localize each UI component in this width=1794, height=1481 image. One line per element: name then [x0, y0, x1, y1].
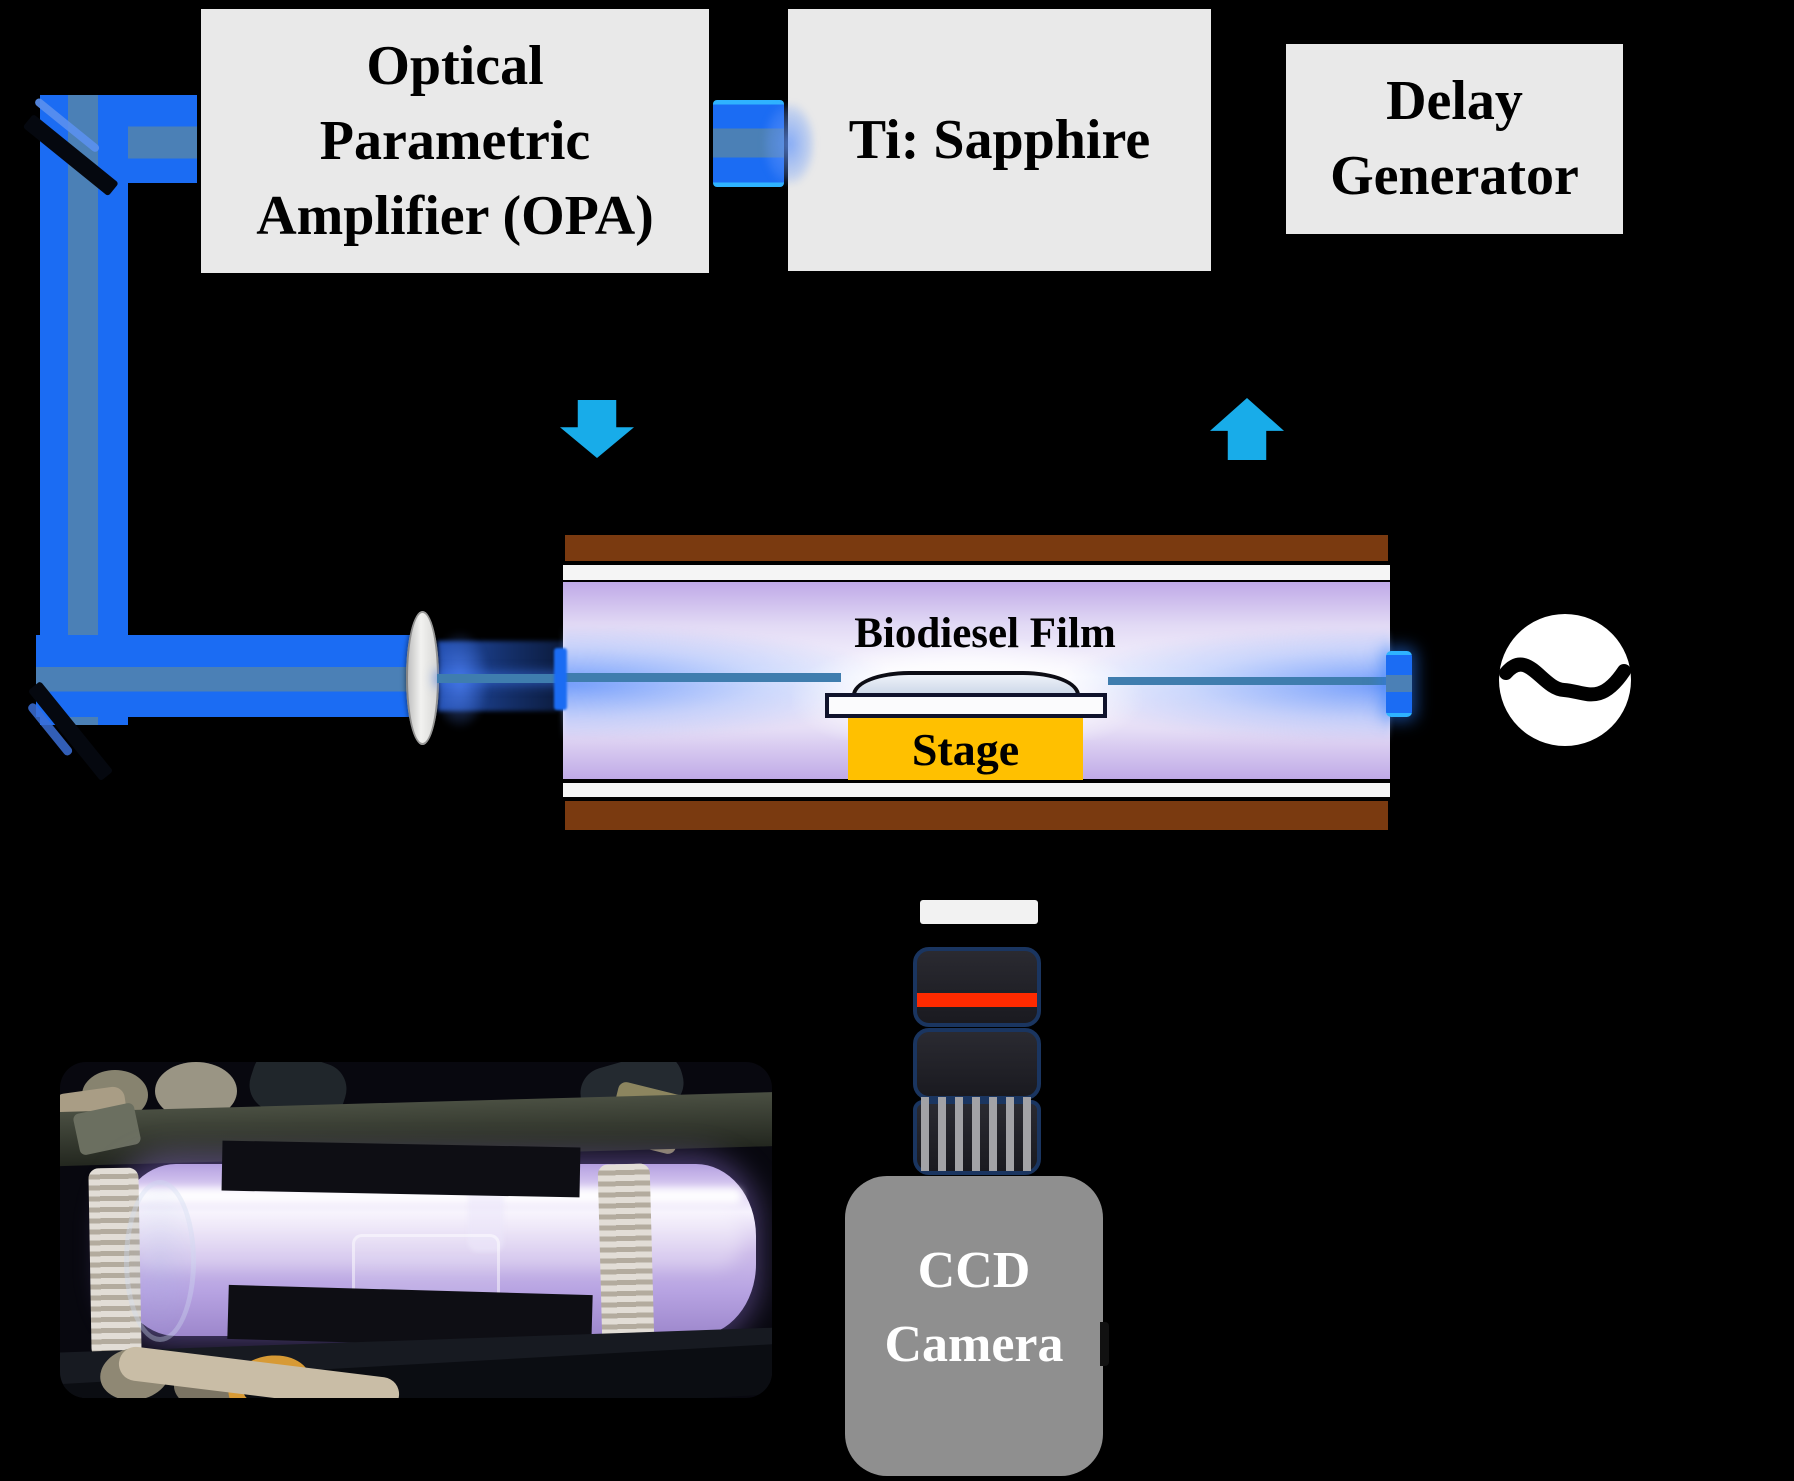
- opa-box: Optical Parametric Amplifier (OPA): [197, 5, 713, 277]
- ccd-camera-body: CCD Camera: [845, 1176, 1103, 1476]
- camera-window-bar: [920, 900, 1038, 924]
- down-arrow-icon: [560, 400, 634, 458]
- ac-source-sine-icon: [1499, 614, 1631, 746]
- objective-grip-stripes: [921, 1097, 1033, 1171]
- chamber-bottom-window: [563, 779, 1390, 801]
- laser-beam-left-vertical: [40, 95, 128, 725]
- camera-side-tab: [1100, 1322, 1109, 1366]
- ac-source-icon: [1498, 613, 1632, 747]
- objective-section-top: [913, 947, 1041, 1027]
- delay-generator-box: Delay Generator: [1282, 40, 1627, 238]
- objective-section-mid: [913, 1028, 1041, 1100]
- plasma-photo: [60, 1062, 772, 1398]
- focusing-lens: [406, 611, 439, 745]
- chamber-exit-window: [1386, 651, 1412, 717]
- ti-entry-glow: [763, 103, 815, 185]
- up-arrow-icon: [1210, 398, 1284, 460]
- opa-label-line1: Optical: [366, 34, 544, 97]
- chamber-top-electrode: [563, 533, 1390, 563]
- chamber-beam-line-left: [563, 673, 841, 682]
- objective-red-ring: [917, 993, 1037, 1007]
- chamber-beam-line-right: [1108, 677, 1390, 685]
- sample-stage: Stage: [848, 718, 1083, 780]
- delay-generator-label-line2: Generator: [1330, 145, 1579, 207]
- focused-beam-line: [437, 674, 567, 683]
- chamber-bottom-electrode: [563, 799, 1390, 832]
- stage-label: Stage: [911, 723, 1020, 775]
- sample-slide: [825, 693, 1107, 718]
- ccd-camera-label-line1: CCD: [917, 1242, 1031, 1299]
- ccd-camera-label-line2: Camera: [884, 1316, 1064, 1373]
- biodiesel-film-label: Biodiesel Film: [854, 610, 1116, 657]
- delay-generator-label-line1: Delay: [1386, 70, 1523, 132]
- photo-tube-end: [124, 1180, 196, 1342]
- photo-electrode-top: [221, 1140, 581, 1198]
- laser-beam-bottom-horizontal: [36, 635, 411, 717]
- ti-sapphire-label: Ti: Sapphire: [848, 108, 1151, 171]
- biodiesel-film-dome: [852, 671, 1080, 695]
- photo-tube-bright-line: [128, 1188, 742, 1204]
- chamber-top-window: [563, 561, 1390, 584]
- opa-label-line3: Amplifier (OPA): [256, 184, 654, 247]
- chamber-entry-window: [554, 648, 567, 710]
- ti-sapphire-box: Ti: Sapphire: [784, 5, 1215, 275]
- opa-label-line2: Parametric: [319, 109, 591, 172]
- photo-rod-right: [597, 1163, 655, 1347]
